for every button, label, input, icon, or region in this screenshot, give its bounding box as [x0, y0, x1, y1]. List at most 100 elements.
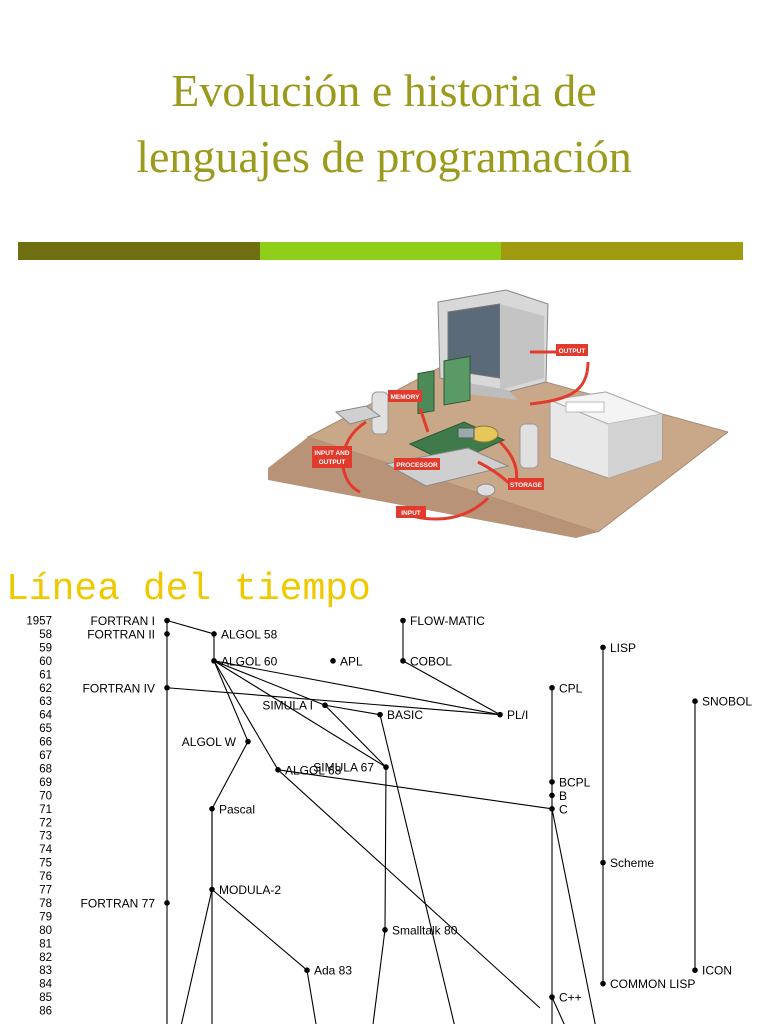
language-label-fortran4: FORTRAN IV: [83, 681, 155, 695]
label-storage-text: STORAGE: [510, 482, 543, 489]
title-line-2: lenguajes de programación: [136, 131, 632, 182]
bar-segment-green: [260, 242, 501, 260]
year-label: 60: [39, 656, 52, 668]
language-label-b: B: [559, 789, 567, 803]
connector-c-continued: [551, 808, 596, 1024]
node-fortran2: [164, 631, 170, 637]
keyboard: [384, 447, 510, 487]
year-label: 75: [39, 858, 52, 870]
language-label-commonlisp: COMMON LISP: [610, 977, 695, 991]
language-label-algol60: ALGOL 60: [221, 654, 278, 668]
year-label: 73: [39, 831, 52, 843]
language-label-fortran77: FORTRAN 77: [81, 896, 156, 910]
label-processor: [394, 458, 440, 470]
node-flowmatic: [400, 617, 406, 624]
node-algol58: [211, 631, 217, 637]
connector-cpp-continued: [551, 996, 565, 1024]
bar-segment-dark: [18, 242, 260, 260]
connector-simula67-smalltalk80: [384, 767, 387, 930]
year-label: 63: [39, 696, 52, 708]
connector-algol60-algolw: [213, 660, 249, 742]
node-smalltalk80: [382, 927, 388, 933]
node-algol68: [275, 766, 281, 773]
year-label: 71: [39, 804, 52, 816]
timeline-connectors: [166, 619, 696, 1024]
year-label: 74: [39, 844, 52, 856]
language-label-basic: BASIC: [387, 708, 423, 722]
node-modula2: [209, 886, 215, 893]
language-label-bcpl: BCPL: [559, 775, 591, 789]
slide-title: Evolución e historia de lenguajes de pro…: [0, 58, 768, 190]
connector-algol68-continued: [277, 769, 541, 1009]
language-label-pl1: PL/I: [507, 708, 528, 722]
year-label: 86: [39, 1006, 52, 1018]
language-label-scheme: Scheme: [610, 856, 654, 870]
language-timeline-diagram: 1957585960616263646566676869707172737475…: [26, 614, 753, 1024]
language-label-simula1: SIMULA I: [262, 699, 313, 713]
year-label: 77: [39, 885, 52, 897]
language-label-apl: APL: [340, 654, 363, 668]
language-label-cpp: C++: [559, 991, 582, 1005]
node-icon: [692, 967, 698, 973]
label-output-text: OUTPUT: [559, 348, 586, 355]
node-lisp: [600, 644, 606, 651]
computer-components-illustration: OUTPUT MEMORY INPUT AND OUTPUT PROCESSOR…: [268, 289, 728, 538]
language-label-lisp: LISP: [610, 641, 636, 655]
language-label-fortran2: FORTRAN II: [87, 627, 155, 641]
label-input: [396, 506, 426, 518]
language-label-c: C: [559, 802, 568, 816]
node-commonlisp: [600, 980, 606, 987]
connector-algol60-simula67: [213, 660, 387, 768]
node-pascal: [209, 806, 215, 812]
node-pl1: [497, 711, 503, 718]
computer-internals: [408, 355, 506, 465]
connector-ada83-continued: [306, 970, 317, 1024]
connector-fortran4-pl1: [166, 687, 501, 716]
language-label-algolw: ALGOL W: [182, 735, 237, 749]
node-b: [549, 792, 555, 799]
connector-algolw-pascal: [211, 741, 249, 810]
language-label-algol68: ALGOL 68: [285, 763, 342, 777]
connector-modula2-ada83: [211, 889, 308, 971]
year-label: 72: [39, 817, 52, 829]
year-label: 83: [39, 965, 52, 977]
language-label-pascal: Pascal: [219, 802, 255, 816]
language-label-cpl: CPL: [559, 681, 583, 695]
language-label-cobol: COBOL: [410, 654, 452, 668]
printer: [548, 391, 664, 479]
year-label: 62: [39, 683, 52, 695]
connector-algol68-c: [277, 769, 553, 810]
node-snobol: [692, 698, 698, 704]
node-cpl: [549, 684, 555, 691]
label-memory-text: MEMORY: [390, 394, 420, 401]
year-label: 80: [39, 925, 52, 937]
language-label-algol58: ALGOL 58: [221, 627, 278, 641]
connector-algol60-simula1: [213, 660, 326, 706]
node-cpp: [549, 994, 555, 1000]
language-label-flowmatic: FLOW-MATIC: [410, 614, 485, 628]
language-label-simula67: SIMULA 67: [313, 761, 374, 775]
node-fortran77: [164, 900, 170, 906]
year-label: 81: [39, 938, 52, 950]
language-label-icon: ICON: [702, 964, 732, 978]
language-label-ada83: Ada 83: [314, 964, 352, 978]
year-label: 1957: [26, 616, 52, 628]
language-label-fortran1: FORTRAN I: [91, 614, 155, 628]
year-label: 82: [39, 952, 52, 964]
node-ada83: [304, 967, 310, 973]
year-label: 67: [39, 750, 52, 762]
label-processor-text: PROCESSOR: [396, 462, 438, 469]
year-label: 76: [39, 871, 52, 883]
year-label: 58: [39, 629, 52, 641]
node-c: [549, 806, 555, 812]
connector-modula2-continued: [180, 889, 213, 1024]
node-cobol: [400, 658, 406, 664]
scanner: [334, 405, 382, 425]
year-label: 85: [39, 992, 52, 1004]
connector-simula1-simula67: [324, 704, 387, 768]
speaker-right: [519, 423, 539, 469]
year-label: 64: [39, 710, 52, 722]
language-label-modula2: MODULA-2: [219, 883, 281, 897]
